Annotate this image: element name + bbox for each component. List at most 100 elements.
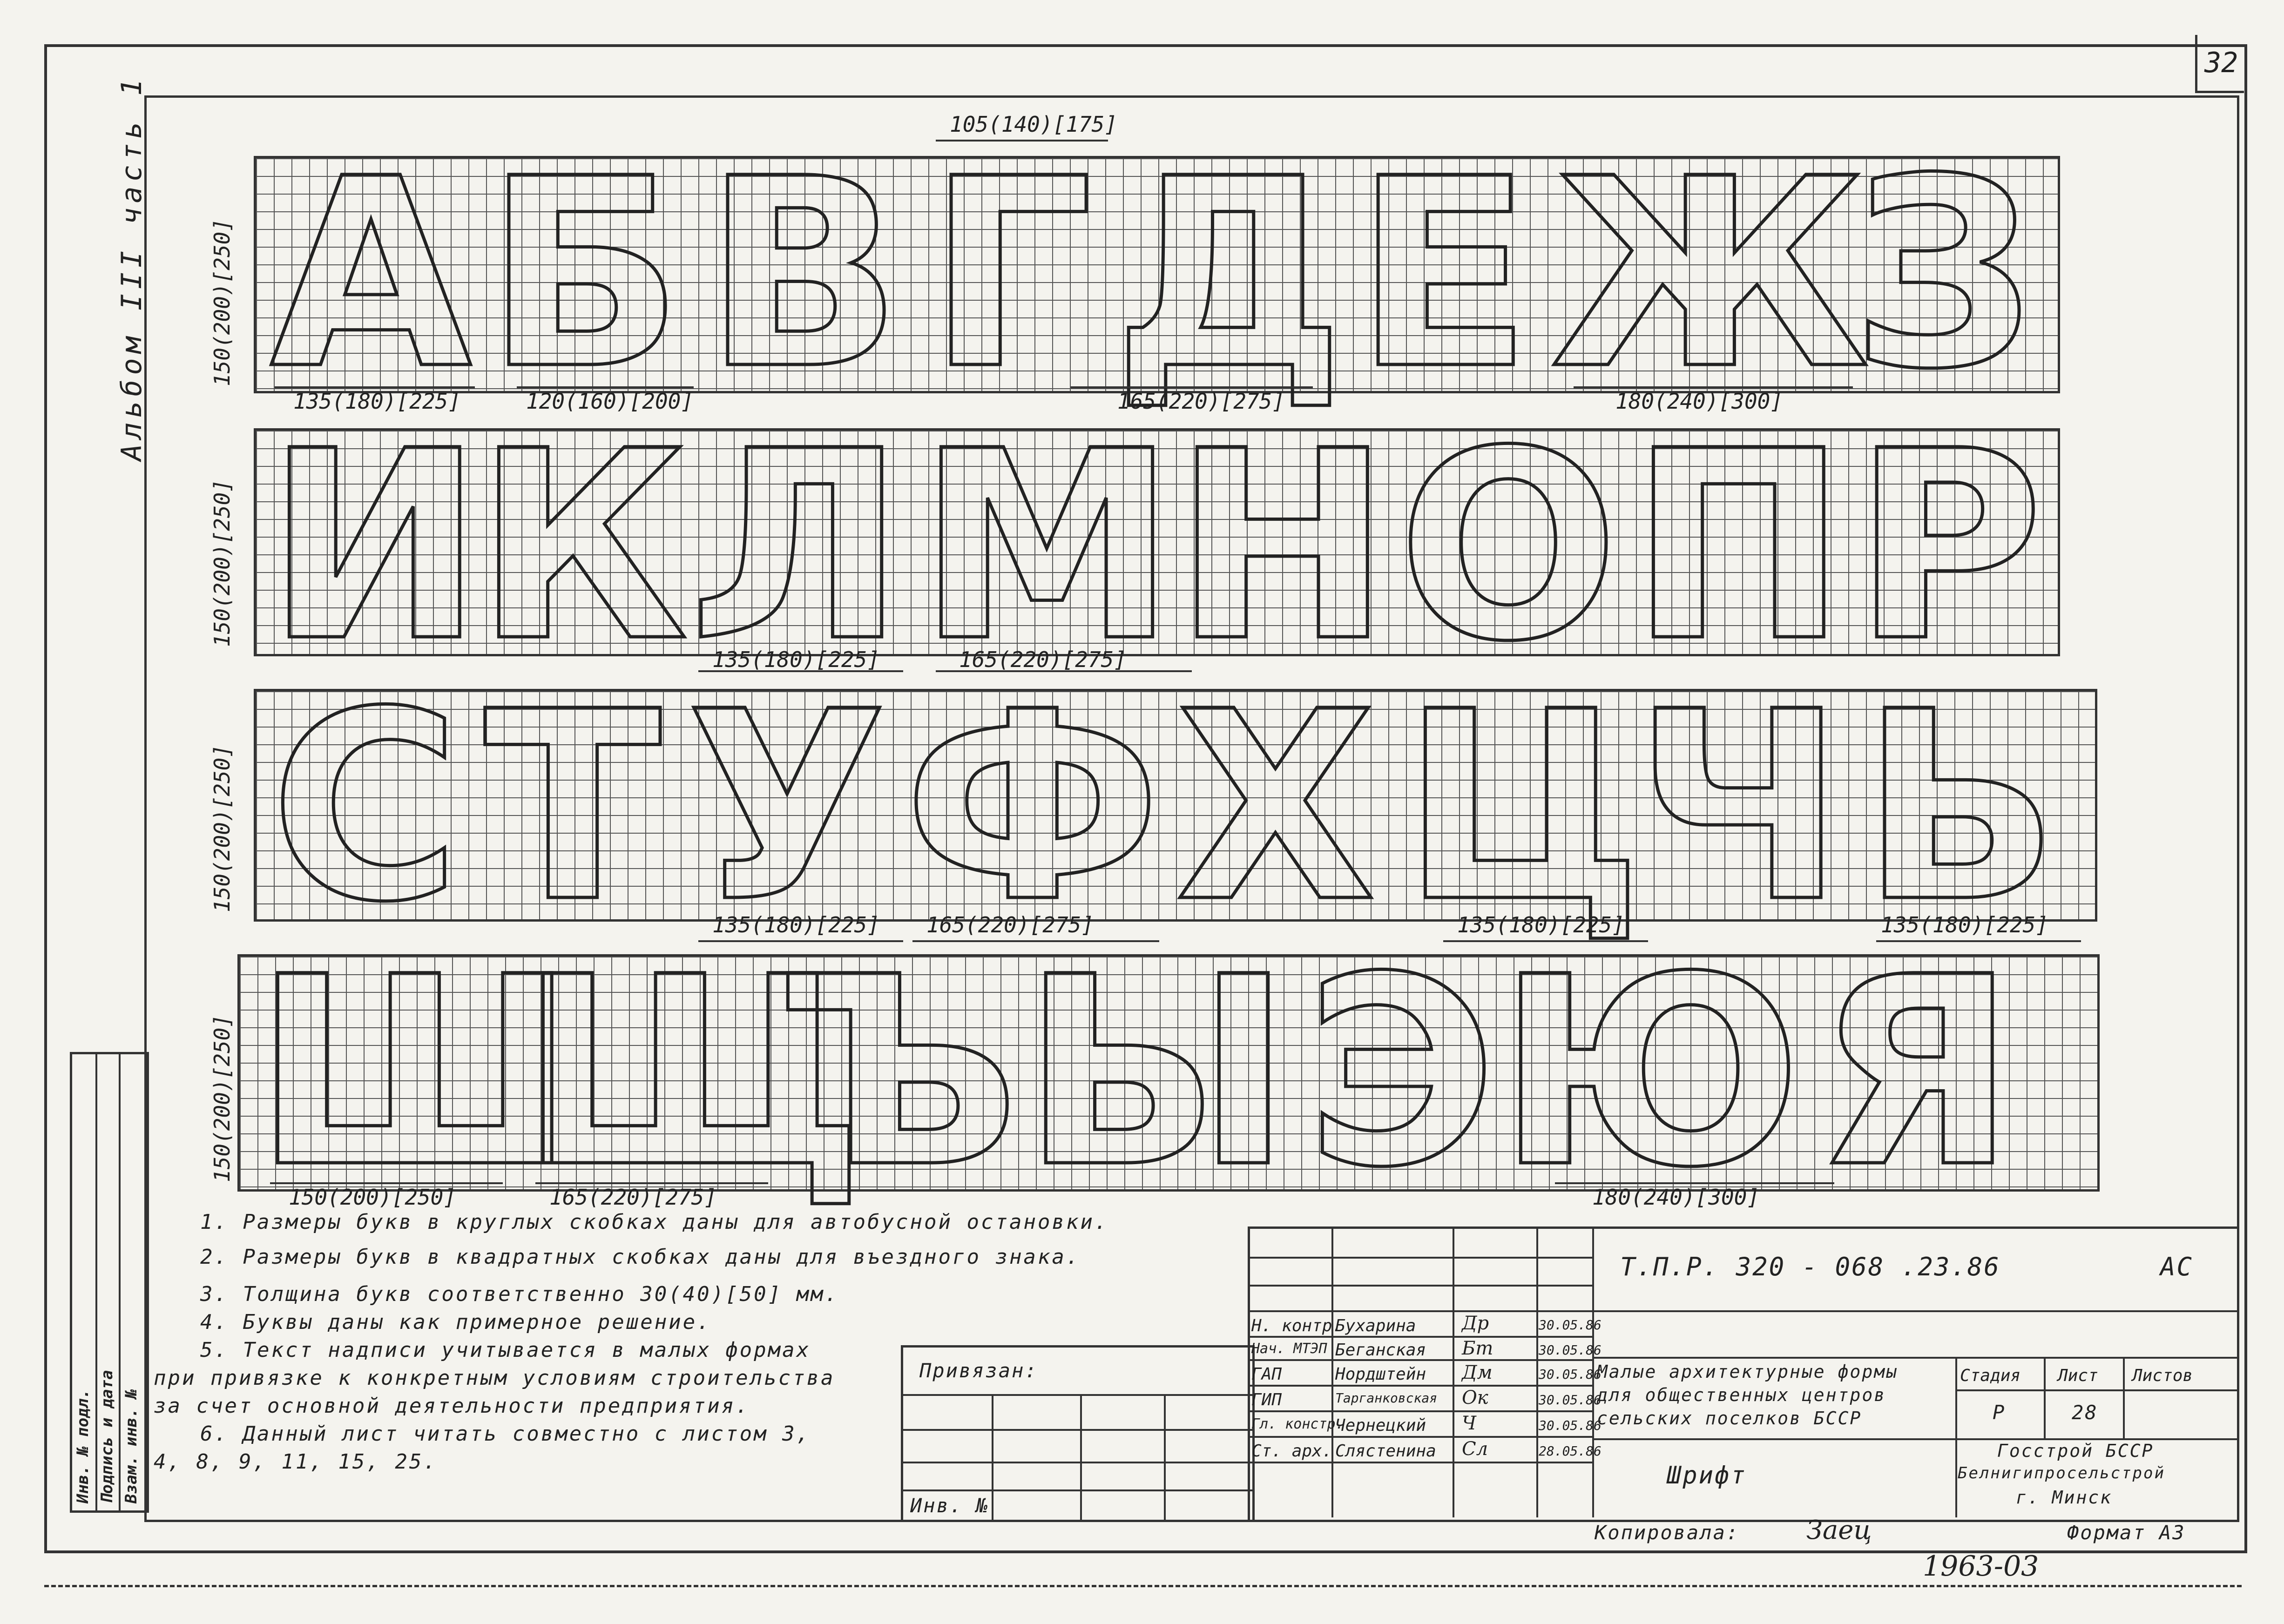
rule [1592,1226,1594,1517]
letter-es: С [268,656,463,959]
document-code: Т.П.Р. 320 - 068 .23.86 [1620,1252,2000,1281]
org-2: Белнигипросельстрой [1958,1464,2165,1482]
rule [1248,1310,1592,1312]
letter-en: Н [1172,395,1393,699]
copied-label: Копировала: [1595,1521,1740,1544]
rule [1592,1357,2237,1359]
stage-value: Р [1993,1401,2006,1424]
rule [2123,1357,2125,1438]
rule [1536,1226,1538,1517]
note-6: 6. Данный лист читать совместно с листом… [200,1422,811,1446]
dim-line [698,940,903,942]
project-title-2: для общественных центров [1597,1385,1886,1405]
rule [1248,1285,1592,1287]
role-4: ГИП [1251,1390,1282,1409]
role-1: Н. контр. [1251,1316,1343,1335]
letter-hard-sign: Ъ [774,921,1022,1225]
letter-o: О [1396,395,1621,699]
list-value: 28 [2072,1401,2098,1424]
note-5: 5. Текст надписи учитывается в малых фор… [200,1338,811,1362]
note-2: 2. Размеры букв в квадратных скобках дан… [200,1245,1081,1269]
rule [1248,1385,1592,1387]
letter-el: Л [688,395,907,699]
letter-ef: Ф [902,656,1163,959]
rule [1248,1359,1592,1361]
role-6: Ст. арх. [1251,1442,1332,1461]
stamp-number: 1963-03 [1923,1550,2039,1583]
letter-a: А [269,123,473,426]
dim-line [1574,386,1853,388]
row-1-dim-4: 180(240)[300] [1615,389,1784,414]
note-6-cont: 4, 8, 9, 11, 15, 25. [154,1450,438,1474]
rule [901,1462,1252,1463]
letter-de: Д [1111,123,1347,426]
dim-line [1443,940,1648,942]
dim-line [1555,1182,1834,1184]
date-4: 30.05.86 [1539,1392,1602,1408]
letter-ya: Я [1814,921,2018,1225]
list-header: Лист [2058,1366,2098,1385]
org-1: Госстрой БССР [1997,1441,2154,1461]
letter-yu: Ю [1495,921,1804,1225]
dim-line [1071,386,1313,388]
row-3-height-dim: 150(200)[250] [209,744,235,912]
letter-ka: К [473,395,690,699]
letter-te: Т [482,656,663,959]
side-stamp-replace: Взам. инв. № [122,1389,141,1503]
name-6: Слястенина [1335,1442,1436,1461]
dim-line [517,386,694,388]
letter-row-2: И К Л М Н О П Р [254,415,2060,679]
rule [1955,1357,1957,1517]
row-1-dim-3: 165(220)[275] [1117,389,1285,414]
dim-line [912,940,1159,942]
letter-zhe: Ж [1549,123,1872,426]
role-5: Гл. констр. [1251,1416,1344,1432]
letter-ve: В [702,123,904,426]
rule [1248,1462,1592,1463]
note-5-cont-2: за счет основной деятельности предприяти… [154,1394,750,1418]
letter-e-reversed: Э [1304,921,1499,1225]
name-2: Беганская [1335,1341,1426,1360]
dim-line [1876,940,2081,942]
letter-row-3: С Т У Ф Х Ц Ч Ь [254,676,2097,940]
letter-row-1: А Б В Г Д Е Ж З [254,143,2060,407]
stage-header: Стадия [1960,1366,2021,1385]
signature-4: Ок [1462,1387,1488,1408]
signature-1: Др [1462,1313,1489,1334]
dim-line [698,670,903,672]
side-stamp [70,1052,149,1513]
date-1: 30.05.86 [1539,1317,1602,1333]
dim-line [936,670,1192,672]
rule [901,1489,1252,1491]
name-1: Бухарина [1335,1316,1416,1335]
letter-ge: Г [926,123,1095,426]
document-mark: АС [2160,1252,2194,1281]
signature-2: Бт [1462,1338,1493,1359]
letter-che: Ч [1633,656,1847,959]
letter-yery: Ы [1020,921,1293,1225]
row-3-dim-2: 165(220)[275] [926,912,1095,937]
letter-sha: Ш [252,921,578,1225]
rule [1164,1394,1166,1520]
letter-i: И [264,395,486,699]
note-3: 3. Толщина букв соответственно 30(40)[50… [200,1282,839,1306]
row-3-dim-3: 135(180)[225] [1457,912,1625,937]
row-3-dim-4: 135(180)[225] [1881,912,2049,937]
outer-frame [44,44,2247,1553]
letter-u: У [685,656,889,959]
letter-row-4: Ш Щ Ъ Ы Э Ю Я [237,941,2100,1205]
copier-signature: Заец [1806,1515,1872,1545]
rule [1248,1410,1592,1412]
rule [1453,1226,1454,1517]
row-3-dim-1: 135(180)[225] [712,912,880,937]
binding-label: Привязан: [919,1359,1038,1382]
letter-shcha: Щ [518,921,866,1225]
title-block [1248,1226,2239,1522]
row-4-dim-1: 150(200)[250] [289,1185,457,1210]
date-3: 30.05.86 [1539,1367,1602,1382]
letter-be: Б [483,123,685,426]
sheet-number-box [2195,35,2244,93]
row-1-dim-1: 135(180)[225] [293,389,461,414]
row-2-height-dim: 150(200)[250] [209,479,235,647]
rule [901,1429,1252,1431]
